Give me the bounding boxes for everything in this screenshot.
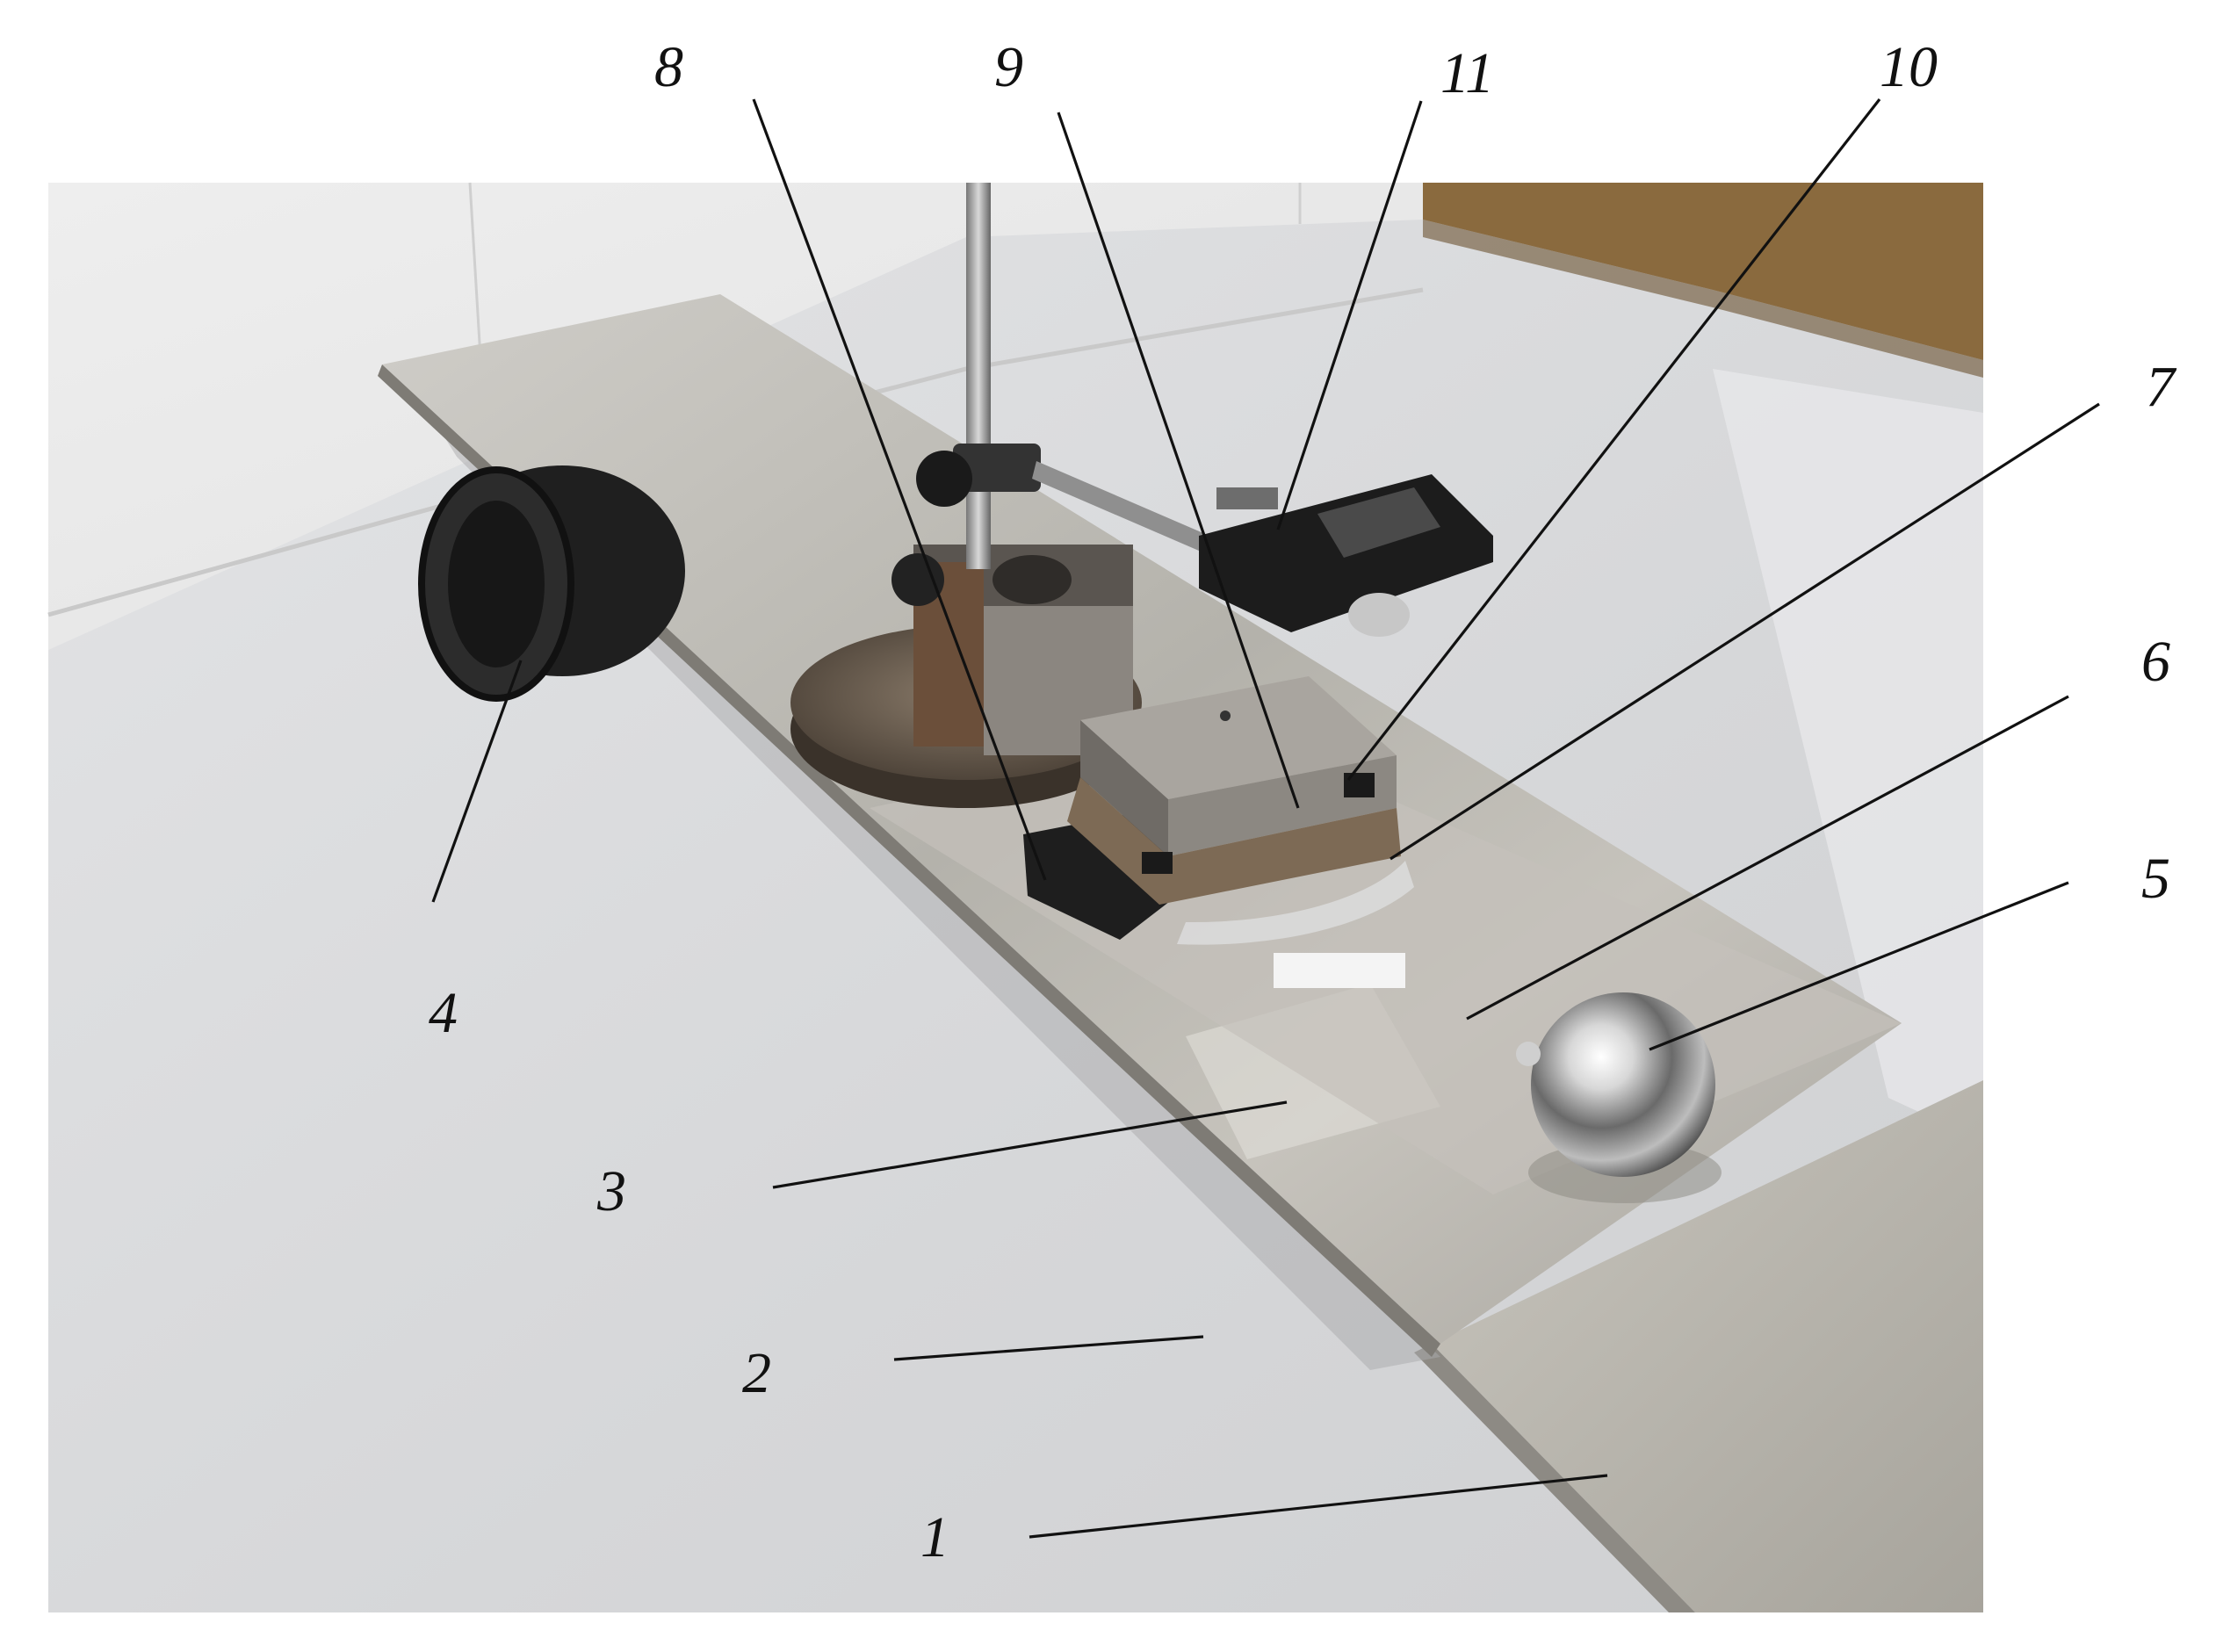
lower-plate-edge	[1414, 1344, 1695, 1612]
back-wall	[48, 183, 1423, 650]
block-hole	[1220, 711, 1231, 721]
camera	[1199, 474, 1493, 637]
door-shadow	[1423, 220, 1983, 378]
protractor-arc	[1177, 861, 1414, 945]
leader-line-7	[1390, 402, 2100, 861]
camera-mount	[1216, 487, 1278, 509]
callout-label-1: 1	[920, 1505, 949, 1569]
leader-line-11	[1276, 100, 1423, 530]
leader-line-6	[1466, 695, 2069, 1021]
block-9-side	[1080, 720, 1168, 856]
leader-line-3	[772, 1100, 1288, 1189]
clamp-knob	[916, 451, 972, 507]
roller-rim	[448, 501, 545, 667]
protractor	[1177, 861, 1414, 988]
leader-line-8	[752, 98, 1047, 881]
paper-tag	[1274, 953, 1405, 988]
callout-label-11: 11	[1440, 41, 1494, 105]
stand-rod	[916, 183, 1230, 569]
callout-label-8: 8	[654, 35, 683, 99]
vertical-rod	[966, 183, 991, 569]
block-9-front	[1168, 755, 1397, 856]
callout-label-2: 2	[742, 1341, 771, 1405]
callout-label-10: 10	[1880, 35, 1938, 99]
clip-10	[1344, 773, 1375, 797]
stand-knob	[891, 553, 944, 606]
block-9-top	[1080, 676, 1397, 799]
callout-label-9: 9	[994, 35, 1023, 99]
leader-line-1	[1029, 1474, 1608, 1539]
horizontal-arm	[1032, 461, 1230, 562]
leader-line-5	[1649, 881, 2069, 1051]
clamp	[953, 444, 1041, 492]
leader-line-10	[1346, 98, 1881, 781]
callout-label-4: 4	[429, 981, 458, 1045]
callout-labels: 1 2 3 4 5 6 7 8 9 10 11	[429, 35, 2177, 1569]
callout-label-7: 7	[2146, 355, 2177, 419]
support-roller	[418, 465, 685, 702]
stand-base	[790, 545, 1142, 808]
ball-stem	[1516, 1042, 1541, 1066]
callout-label-5: 5	[2141, 847, 2170, 911]
camera-screen	[1317, 487, 1440, 558]
callout-label-6: 6	[2141, 630, 2170, 694]
magnet-block-hole	[993, 555, 1072, 604]
camera-lens	[1348, 593, 1410, 637]
clip-left	[1142, 852, 1173, 874]
steel-ball	[1516, 992, 1722, 1203]
wooden-door	[1423, 183, 1983, 360]
floor-reflection	[1713, 369, 1983, 1142]
slider-assembly	[1023, 676, 1401, 940]
callout-label-3: 3	[596, 1159, 626, 1223]
leader-line-2	[893, 1335, 1204, 1361]
leader-lines	[431, 98, 2100, 1539]
leader-line-4	[431, 660, 523, 903]
ball-body	[1531, 992, 1715, 1177]
leader-line-9	[1057, 112, 1300, 809]
